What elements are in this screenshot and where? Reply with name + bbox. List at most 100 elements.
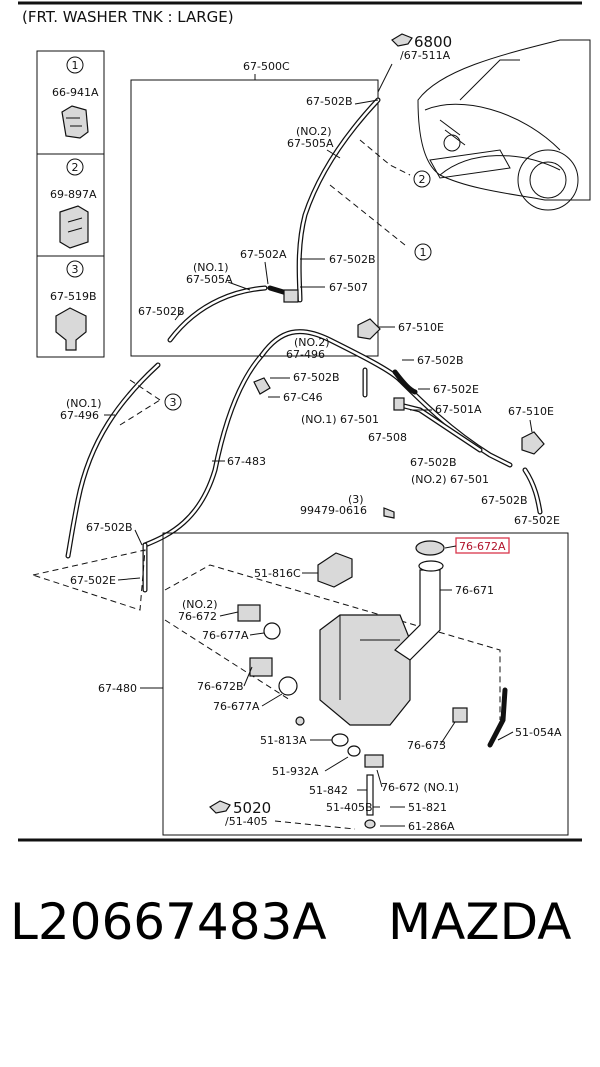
- y-joint-67-507: [283, 289, 299, 303]
- ref-5020: 5020 /51-405: [209, 799, 356, 830]
- label-67-C46: 67-C46: [283, 391, 323, 404]
- label-no1-b: (NO.1): [66, 397, 102, 410]
- label-51-932A: 51-932A: [272, 765, 319, 778]
- label-76-677A-a: 76-677A: [202, 629, 249, 642]
- label-67-502A: 67-502A: [240, 248, 287, 261]
- callout-1: 1: [420, 246, 427, 259]
- car-front-illustration: [417, 39, 591, 211]
- label-67-502E-c: 67-502E: [70, 574, 116, 587]
- label-67-501-a: (NO.1) 67-501: [301, 413, 379, 426]
- label-67-502B-d: 67-502B: [293, 371, 340, 384]
- hose-assembly-box: 67-500C 67-502B (NO.2) 67-505A 67-502A (…: [130, 60, 381, 357]
- label-67-480: 67-480: [98, 682, 137, 695]
- legend-num-3-icon: [66, 260, 84, 278]
- callout-1-icon: [414, 243, 432, 261]
- pump-51-816C: [317, 552, 353, 588]
- ref-top-num: 6800: [414, 33, 452, 51]
- label-51-054A: 51-054A: [515, 726, 562, 739]
- grommet-51-813A: [331, 733, 349, 747]
- legend-num-1-icon: [66, 56, 84, 74]
- label-67-502B-c: 67-502B: [138, 305, 185, 318]
- label-76-672-b: 76-672 (NO.1): [381, 781, 459, 794]
- label-76-672B: 76-672B: [197, 680, 244, 693]
- label-51-813A: 51-813A: [260, 734, 307, 747]
- label-67-502E-a: 67-502E: [433, 383, 479, 396]
- label-67-502E-b: 67-502E: [514, 514, 560, 527]
- diagram-title: (FRT. WASHER TNK : LARGE): [22, 8, 234, 26]
- callout-3: 3: [170, 396, 177, 409]
- label-67-505A-a: 67-505A: [287, 137, 334, 150]
- pointing-hand-icon-2: [209, 800, 231, 814]
- label-76-677A-b: 76-677A: [213, 700, 260, 713]
- label-67-496-b: 67-496: [60, 409, 99, 422]
- pump-76-672B: [249, 657, 273, 677]
- legend-code-3: 67-519B: [50, 290, 97, 303]
- legend-num-3: 3: [72, 263, 79, 276]
- ref-bottom-num: 5020: [233, 799, 271, 817]
- highlight-box-76-672A: [455, 537, 510, 554]
- washer-nozzle-icon: [357, 318, 381, 340]
- label-67-496-a: 67-496: [286, 348, 325, 361]
- grommet-clip-icon: [55, 307, 87, 351]
- check-valve-67-508: [393, 397, 405, 411]
- label-67-502B-g: 67-502B: [481, 494, 528, 507]
- clip-fastener-icon: [61, 105, 89, 139]
- label-67-501A: 67-501A: [435, 403, 482, 416]
- bolt-icon: [383, 507, 395, 519]
- label-51-405B: 51-405B: [326, 801, 373, 814]
- legend-num-1: 1: [72, 59, 79, 72]
- hose-51-842: [366, 774, 374, 816]
- label-67-507: 67-507: [329, 281, 368, 294]
- label-61-286A: 61-286A: [408, 820, 455, 833]
- washer-tank: [319, 614, 411, 726]
- tank-cap-76-672A: [415, 540, 445, 556]
- washer-nozzle-icon-2: [521, 431, 545, 455]
- label-67-483: 67-483: [227, 455, 266, 468]
- label-qty3: (3): [348, 493, 364, 506]
- filler-neck-76-671: [394, 569, 441, 661]
- part-number: L20667483A: [10, 893, 327, 951]
- ref-6800: 6800 /67-511A: [377, 33, 452, 93]
- callout-3-icon: [164, 393, 182, 411]
- label-67-502B-a: 67-502B: [306, 95, 353, 108]
- ref-bottom-sub: /51-405: [225, 815, 268, 828]
- brand-name: MAZDA: [388, 893, 572, 951]
- label-51-842: 51-842: [309, 784, 348, 797]
- part-footer: L20667483A MAZDA: [0, 893, 600, 973]
- label-no2-b: (NO.2): [294, 336, 330, 349]
- label-76-672A: 76-672A: [459, 540, 506, 553]
- legend-num-2-icon: [66, 158, 84, 176]
- pump-76-672-no2: [237, 604, 261, 622]
- ref-top-sub: /67-511A: [400, 49, 451, 62]
- callout-2: 2: [419, 173, 426, 186]
- legend-code-2: 69-897A: [50, 188, 97, 201]
- pointing-hand-icon: [391, 33, 413, 47]
- seal-76-677A-a: [263, 622, 281, 640]
- label-no2-a: (NO.2): [296, 125, 332, 138]
- label-no1-a: (NO.1): [193, 261, 229, 274]
- label-51-821: 51-821: [408, 801, 447, 814]
- label-67-502B-b: 67-502B: [329, 253, 376, 266]
- label-67-510E-b: 67-510E: [508, 405, 554, 418]
- washer-tank-box: 67-480: [98, 532, 569, 836]
- label-76-671: 76-671: [455, 584, 494, 597]
- label-76-673: 76-673: [407, 739, 446, 752]
- legend-num-2: 2: [72, 161, 79, 174]
- legend-code-1: 66-941A: [52, 86, 99, 99]
- level-sensor-76-673: [452, 707, 468, 723]
- label-67-508: 67-508: [368, 431, 407, 444]
- callout-2-icon: [413, 170, 431, 188]
- label-99479-0616: 99479-0616: [300, 504, 367, 517]
- label-67-510E-a: 67-510E: [398, 321, 444, 334]
- label-no2-c: (NO.2): [182, 598, 218, 611]
- label-67-502B-e: 67-502B: [417, 354, 464, 367]
- label-67-502B-f: 67-502B: [410, 456, 457, 469]
- seal-76-677A-b: [278, 676, 298, 696]
- hose-clip-icon: [59, 205, 89, 249]
- label-76-672-a: 76-672: [178, 610, 217, 623]
- legend-box: 1 66-941A 2 69-897A 3 67-519B: [36, 50, 105, 358]
- label-51-816C: 51-816C: [254, 567, 301, 580]
- label-67-502B-h: 67-502B: [86, 521, 133, 534]
- parts-diagram: (FRT. WASHER TNK : LARGE) 1 66-941A 2 69…: [18, 1, 591, 842]
- label-67-505A-b: 67-505A: [186, 273, 233, 286]
